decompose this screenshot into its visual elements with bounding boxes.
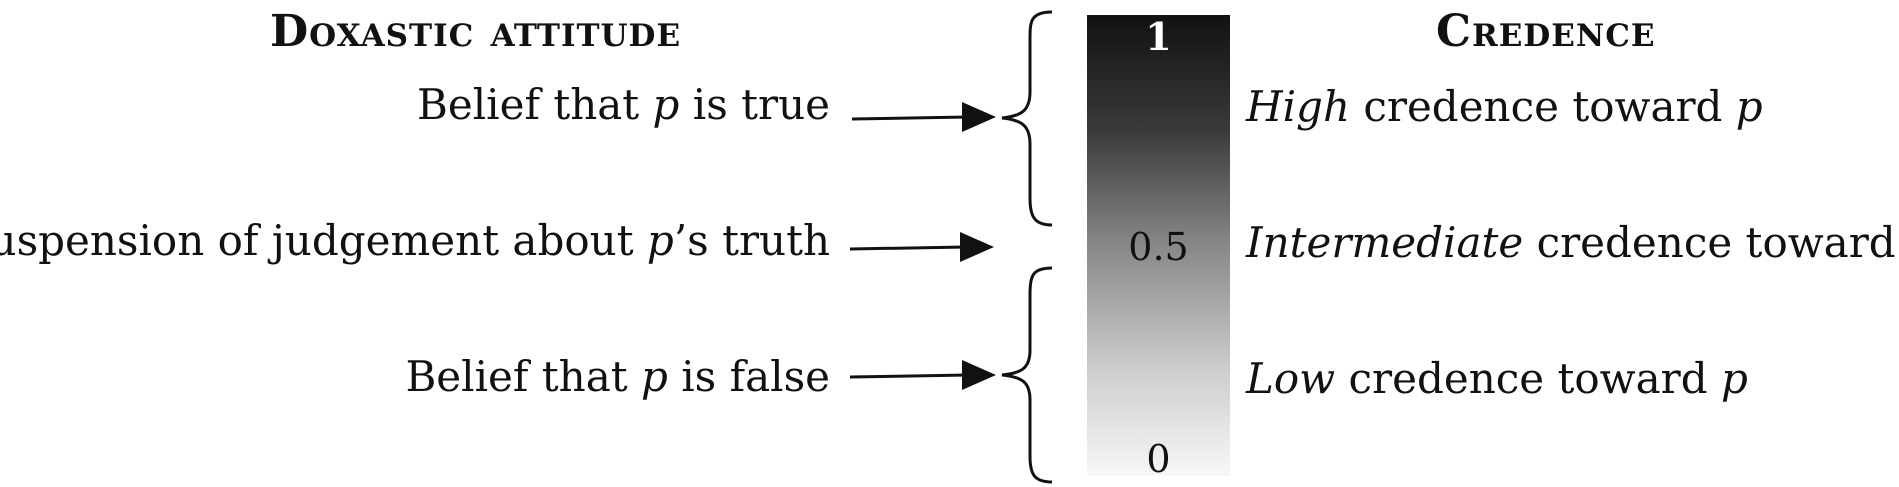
- scale-top-value: 1: [1145, 14, 1172, 59]
- lower-brace: [1001, 266, 1053, 484]
- arrow-head-suspension: [960, 232, 994, 262]
- high-credence-label: High credence toward p: [1246, 86, 1763, 128]
- belief-false-p: p: [640, 352, 668, 401]
- intermediate-credence-label: Intermediate credence toward p: [1246, 222, 1899, 264]
- suspension-label: Suspension of judgement about p’s truth: [0, 220, 830, 262]
- low-rest: credence toward: [1335, 354, 1721, 403]
- belief-true-pre: Belief that: [417, 80, 653, 129]
- intermediate-word: Intermediate: [1246, 218, 1524, 267]
- belief-true-label: Belief that p is true: [417, 84, 830, 126]
- scale-middle-value: 0.5: [1128, 225, 1189, 269]
- arrow-head-false: [962, 360, 996, 390]
- belief-false-label: Belief that p is false: [405, 356, 830, 398]
- intermediate-rest: credence toward: [1523, 218, 1899, 267]
- high-rest: credence toward: [1350, 82, 1736, 131]
- suspension-p: p: [646, 216, 674, 265]
- credence-gradient-bar: [1087, 15, 1230, 476]
- belief-false-post: is false: [667, 352, 830, 401]
- upper-brace: [1001, 10, 1053, 227]
- belief-true-post: is true: [679, 80, 830, 129]
- low-p: p: [1720, 354, 1748, 403]
- belief-true-p: p: [652, 80, 680, 129]
- belief-false-pre: Belief that: [405, 352, 641, 401]
- low-credence-label: Low credence toward p: [1246, 358, 1748, 400]
- arrow-head-true: [962, 102, 996, 132]
- doxastic-attitude-heading: Doxastic attitude: [270, 6, 682, 57]
- low-word: Low: [1246, 354, 1336, 403]
- arrow-belief-false: [849, 373, 969, 379]
- suspension-post: ’s truth: [673, 216, 830, 265]
- suspension-pre: Suspension of judgement about: [0, 216, 647, 265]
- arrow-suspension: [849, 245, 967, 251]
- high-word: High: [1246, 82, 1350, 131]
- high-p: p: [1735, 82, 1763, 131]
- arrow-belief-true: [851, 115, 969, 121]
- credence-heading: Credence: [1436, 6, 1656, 57]
- scale-bottom-value: 0: [1146, 437, 1171, 481]
